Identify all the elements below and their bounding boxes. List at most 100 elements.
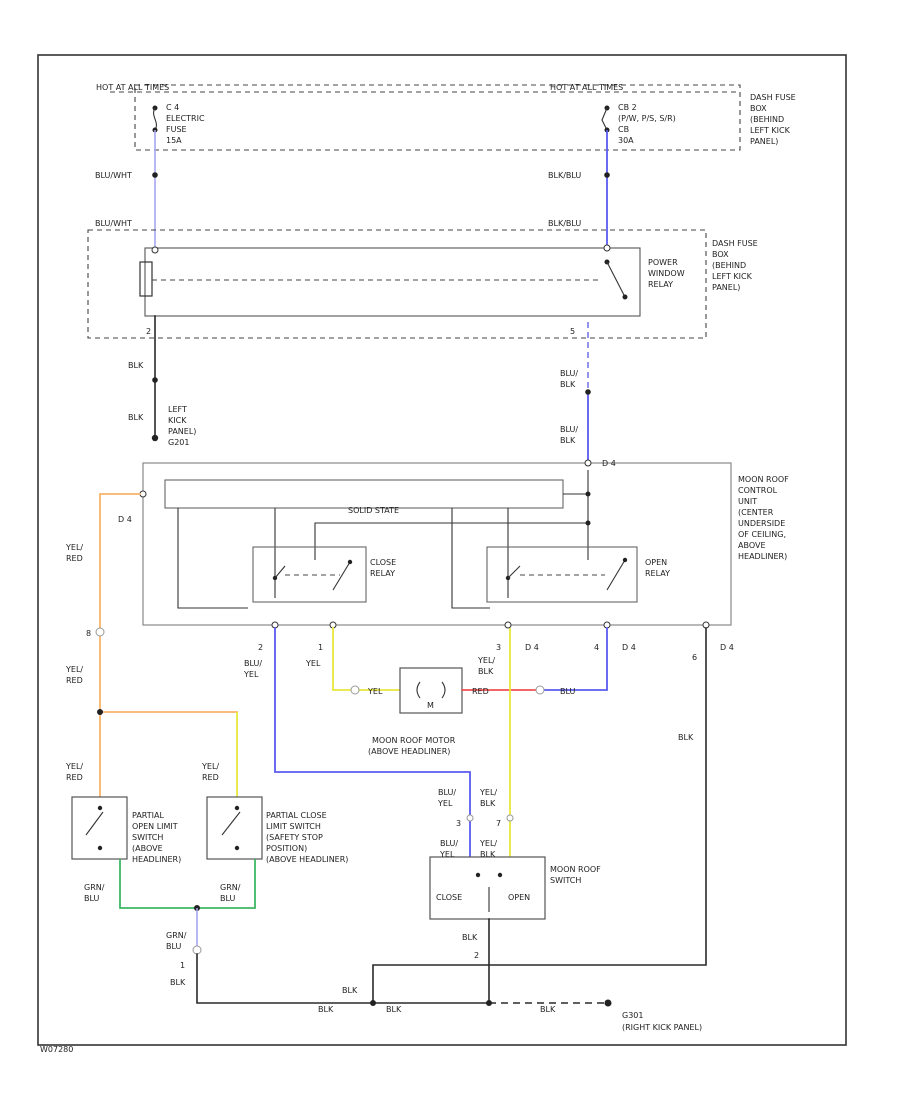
wire-label-blk-1: BLK [128, 361, 144, 370]
fuse-box-outline [134, 84, 741, 151]
wire-label-blk-bottom-6: BLK [540, 1005, 556, 1014]
pin-label-5-right: 5 [570, 327, 575, 336]
ground-right-label-2: (RIGHT KICK PANEL) [622, 1023, 702, 1032]
cu-bottom-pin-label-6: 6 [692, 653, 697, 662]
wire-label-grn-blu-1b: BLU [84, 894, 100, 903]
wire-label-yel-red-2b: RED [66, 676, 83, 685]
wire-grn-blu [119, 859, 256, 909]
wire-label-yel-red-3b: RED [66, 773, 83, 782]
diagram-frame [37, 54, 847, 1046]
moon-roof-motor: M MOON ROOF MOTOR (ABOVE HEADLINER) [368, 667, 463, 756]
relay-inner-frame [144, 247, 641, 317]
top-fuse-box: HOT AT ALL TIMES HOT AT ALL TIMES DASH F… [96, 83, 796, 151]
wire-label-blk-2: BLK [128, 413, 144, 422]
open-relay-arm-b [606, 559, 626, 591]
pin-label-3-switch: 3 [456, 819, 461, 828]
control-unit-label-1: MOON ROOF [738, 475, 789, 484]
close-relay-arm-a [274, 565, 286, 579]
wire-label-grn-blu-3a: GRN/ [166, 931, 187, 940]
control-unit-label-6: OF CEILING, [738, 530, 786, 539]
wire-label-yel-red-2a: YEL/ [65, 665, 83, 674]
wire-label-blu: BLU [560, 687, 576, 696]
splice-left-top [152, 172, 158, 178]
wire-blk-right [372, 627, 707, 1004]
wire-label-yel-red-3a: YEL/ [65, 762, 83, 771]
partial-open-contact-b [97, 845, 103, 851]
partial-open-limit-switch: PARTIAL OPEN LIMIT SWITCH (ABOVE HEADLIN… [71, 796, 181, 864]
pin-label-7-switch: 7 [496, 819, 501, 828]
splice-bottom-2 [486, 1000, 492, 1006]
ground-left-dot [151, 434, 159, 442]
wire-label-grn-blu-2b: BLU [220, 894, 236, 903]
open-relay-arm-a [507, 565, 521, 579]
relay-switch-arm [606, 261, 626, 298]
left-fuse-label-3: FUSE [166, 125, 187, 134]
right-cb-label-4: 30A [618, 136, 634, 145]
wire-label-yel-red-1b: RED [66, 554, 83, 563]
ground-left-label-4: G201 [168, 438, 189, 447]
ground-left-label-3: PANEL) [168, 427, 196, 436]
wire-label-yel-red-4b: RED [202, 773, 219, 782]
fuse-box-label-2: BOX [750, 104, 767, 113]
wire-label-grn-blu-2a: GRN/ [220, 883, 241, 892]
partial-close-limit-switch: PARTIAL CLOSE LIMIT SWITCH (SAFETY STOP … [206, 796, 348, 864]
power-relay-label-3: RELAY [648, 280, 673, 289]
motor-symbol [416, 681, 446, 699]
wire-label-yel-blk-3a: YEL/ [479, 839, 497, 848]
connector-switch-left [466, 814, 474, 822]
cu-junction-mid [585, 520, 591, 526]
switch-box [429, 856, 546, 920]
connector-motor-left [350, 685, 360, 695]
wire-label-grn-blu-1a: GRN/ [84, 883, 105, 892]
connector-switch-right [506, 814, 514, 822]
power-relay-label-2: WINDOW [648, 269, 685, 278]
close-relay-arm-b [332, 561, 351, 591]
fuse-box-2-label-3: (BEHIND [712, 261, 746, 270]
wire-blk-bottom [196, 953, 490, 1004]
right-cb-label-3: CB [618, 125, 629, 134]
cu-bottom-pin-label-3: 3 [496, 643, 501, 652]
wire-label-grn-blu-3b: BLU [166, 942, 182, 951]
switch-contact-open [497, 872, 503, 878]
control-unit-label-4: (CENTER [738, 508, 774, 517]
switch-label-1: MOON ROOF [550, 865, 601, 874]
cu-internal-4 [451, 508, 490, 609]
wire-label-red: RED [472, 687, 489, 696]
pin-label-2-switch-bottom: 2 [474, 951, 479, 960]
partial-close-contact-a [234, 805, 240, 811]
partial-open-label-2: OPEN LIMIT [132, 822, 178, 831]
partial-close-arm [221, 811, 241, 836]
power-left-label: HOT AT ALL TIMES [96, 83, 169, 92]
wire-blu-motor [539, 627, 608, 691]
cu-d4-bottom-1: D 4 [525, 643, 539, 652]
partial-close-label-2: LIMIT SWITCH [266, 822, 321, 831]
control-unit-label-8: HEADLINER) [738, 552, 787, 561]
wire-label-blk-bottom-4: BLK [318, 1005, 334, 1014]
cu-junction-right [585, 491, 591, 497]
wire-yel-motor [332, 627, 401, 691]
wire-label-blu-yel-2b: YEL [437, 799, 453, 808]
connector-yel-red [95, 627, 105, 637]
close-relay-box [252, 546, 367, 603]
control-unit: SOLID STATE MOON ROOF CONTROL UNIT (CENT… [118, 459, 789, 662]
wire-label-yel-motor: YEL [367, 687, 383, 696]
wire-label-blk-bottom-2: BLK [170, 978, 186, 987]
partial-close-box [206, 796, 263, 860]
fuse-box-2-label-1: DASH FUSE [712, 239, 758, 248]
wire-label-yel-blk-1b: BLK [478, 667, 494, 676]
wire-label-blu-wht-2: BLU/WHT [95, 219, 132, 228]
relay-pin-left-top [151, 246, 159, 254]
cu-bottom-pin-label-4: 4 [594, 643, 599, 652]
cu-d4-bottom-2: D 4 [622, 643, 636, 652]
partial-open-label-5: HEADLINER) [132, 855, 181, 864]
wire-label-blu-blk-1a: BLU/ [560, 369, 578, 378]
cu-pin-bottom-3 [504, 621, 512, 629]
partial-open-label-3: SWITCH [132, 833, 163, 842]
solid-state-box [164, 479, 564, 509]
splice-yel-red [97, 709, 103, 715]
wire-label-blu-yel-1a: BLU/ [244, 659, 262, 668]
control-unit-label-5: UNDERSIDE [738, 519, 785, 528]
pin-label-8-left: 8 [86, 629, 91, 638]
partial-close-label-5: (ABOVE HEADLINER) [266, 855, 348, 864]
